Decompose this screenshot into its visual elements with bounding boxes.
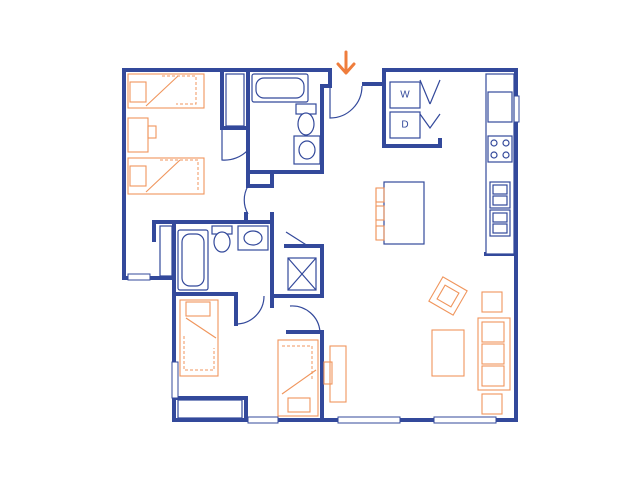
- side-table: [481, 291, 503, 313]
- sink-icon: [243, 230, 263, 246]
- armchair-icon: [428, 276, 468, 316]
- cooktop-icon: [487, 135, 513, 163]
- laundry-door: [419, 79, 441, 130]
- bath2-fixtures: [177, 225, 269, 291]
- bed-icon: [277, 339, 319, 417]
- bed2-closet: [177, 399, 243, 419]
- sofa-icon: [477, 317, 511, 391]
- bedroom1-furniture: [127, 73, 205, 277]
- living-furniture: [428, 276, 511, 415]
- window-living-2: [433, 416, 497, 424]
- bed-icon: [127, 73, 205, 109]
- window-bed2-bottom: [247, 416, 279, 424]
- desk: [127, 117, 157, 153]
- bathtub-basin-2: [181, 233, 205, 287]
- bath1-door: [221, 128, 249, 161]
- toilet-icon: [297, 112, 315, 136]
- kitchen-island: [383, 181, 425, 245]
- coffee-table: [431, 329, 465, 377]
- window-living-1: [337, 416, 401, 424]
- bed1-door: [243, 185, 249, 215]
- shower-icon: [287, 257, 317, 291]
- toilet-icon: [213, 231, 231, 253]
- side-table: [481, 393, 503, 415]
- dishwasher: [489, 209, 511, 237]
- bathtub-basin: [255, 77, 305, 99]
- bed1-closet: [159, 225, 173, 277]
- window-bed1: [127, 273, 151, 281]
- bar-stools: [375, 187, 385, 241]
- bed-icon: [179, 299, 219, 377]
- dryer-icon: [389, 111, 421, 139]
- bed2-door: [289, 305, 321, 333]
- linen-closet: [225, 73, 245, 127]
- fridge: [487, 91, 513, 123]
- laundry: W D: [389, 81, 421, 139]
- shower-door: [285, 231, 309, 247]
- doors: [221, 79, 441, 333]
- bed-icon: [127, 157, 205, 195]
- entry-arrow-icon: [336, 50, 356, 75]
- washer-icon: [389, 81, 421, 109]
- dryer-label: D: [401, 120, 408, 131]
- bath1-fixtures: [225, 73, 321, 165]
- window-bed2-side: [171, 361, 179, 399]
- bedroom2-furniture: [177, 299, 347, 419]
- sink-icon: [298, 140, 316, 160]
- washer-label: W: [400, 90, 410, 101]
- entry-door: [329, 85, 363, 119]
- desk: [323, 345, 347, 403]
- bath2-door: [235, 295, 265, 325]
- kitchen: [375, 73, 515, 255]
- sink-icon: [489, 181, 511, 209]
